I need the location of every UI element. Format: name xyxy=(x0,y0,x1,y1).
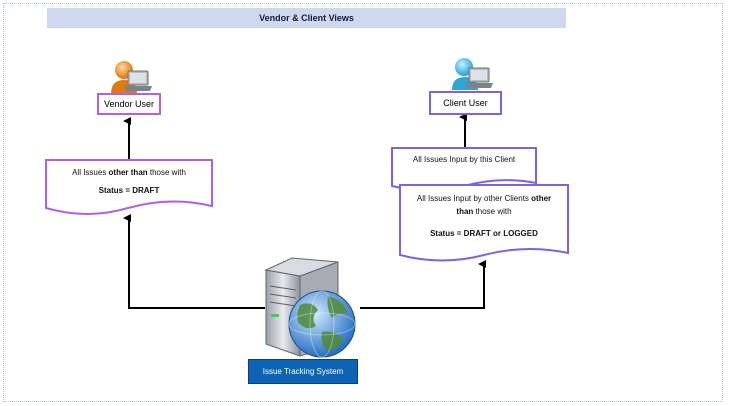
diagram-frame xyxy=(3,3,723,402)
client-user-icon xyxy=(452,58,493,90)
client-user-box: Client User xyxy=(429,91,502,115)
vendor-note: All Issues other than those with Status … xyxy=(45,159,213,215)
svg-text:Status = DRAFT: Status = DRAFT xyxy=(99,186,160,195)
client-user-label: Client User xyxy=(443,98,488,108)
vendor-user-label: Vendor User xyxy=(103,99,155,109)
diagram-title: Vendor & Client Views xyxy=(47,8,566,28)
client-note-others: All Issues Input by other Clients other … xyxy=(399,184,569,262)
svg-text:All Issues Input by this Clien: All Issues Input by this Client xyxy=(413,155,516,164)
svg-text:All Issues other than those wi: All Issues other than those with xyxy=(72,168,186,177)
vendor-connector xyxy=(123,117,265,309)
svg-text:Status = DRAFT or LOGGED: Status = DRAFT or LOGGED xyxy=(430,229,538,238)
issue-tracking-system-label: Issue Tracking System xyxy=(248,359,358,384)
vendor-user-icon xyxy=(111,61,152,94)
server-globe-icon xyxy=(264,257,356,358)
client-connector xyxy=(360,113,486,309)
vendor-user-box: Vendor User xyxy=(97,93,161,115)
svg-text:than those with: than those with xyxy=(456,207,511,216)
svg-text:All Issues Input by other Cli: All Issues Input by other Clients other xyxy=(417,194,551,203)
